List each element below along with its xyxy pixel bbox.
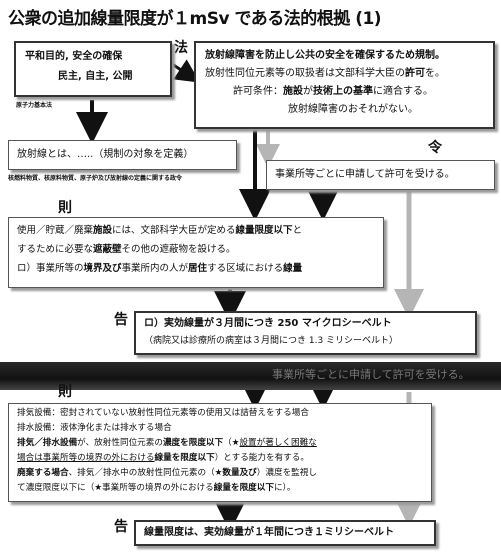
ghost-order-text: 事業所等ごとに申請して許可を受ける。 [272,368,470,381]
notice1-box: ロ）実効線量が３月間につき 250 マイクロシーベルト （病院又は診療所の病室は… [134,311,477,355]
purpose-box: 平和目的, 安全の確保 民主, 自主, 公開 [14,41,172,97]
definition-text: 放射線とは、…..（規制の対象を定義） [17,149,194,160]
rule2-line5: 廃棄する場合、排気／排水中の放射性同位元素の（★数量及び）濃度を監視し [17,468,317,478]
arrow-purpose-to-law [171,59,200,83]
label-notice-2: 告 [114,519,128,535]
notice2-text: 線量限度は、実効線量が１年間につき１ミリシーベルト [144,527,394,538]
law-box: 放射線障害を防止し公共の安全を確保するため規制。 放射性同位元素等の取扱者は文部… [194,41,495,129]
law-line2: 放射性同位元素等の取扱者は文部科学大臣の許可を。 [205,68,445,79]
rule2-line4: 場合は事業所等の境界の外における線量を限度以下）とする能力を有する。 [17,453,309,463]
rule2-line3: 排気／排水設備が、放射性同位元素の濃度を限度以下（★設置が著しく困難な [17,438,317,448]
order-text: 事業所等ごとに申請して許可を受ける。 [275,169,455,180]
definition-box: 放射線とは、…..（規制の対象を定義） [8,140,237,170]
notice2-box: 線量限度は、実効線量が１年間につき１ミリシーベルト [134,520,436,546]
rule1-line3: ロ）事業所等の境界及び事業所内の人が居住する区域における線量 [17,263,303,274]
rule2-line2: 排水設備：液体浄化または排水する場合 [17,423,172,433]
slide-overlap-bar [0,362,501,390]
law-line1: 放射線障害を防止し公共の安全を確保するため規制。 [205,50,445,61]
label-rule-2: 則 [58,384,72,400]
notice1-line1: ロ）実効線量が３月間につき 250 マイクロシーベルト [144,318,392,329]
rule2-box: 排気設備：密封されていない放射性同位元素等の使用又は詰替えをする場合 排水設備：… [8,403,432,502]
purpose-line1: 平和目的, 安全の確保 [25,51,123,62]
order-box: 事業所等ごとに申請して許可を受ける。 [266,160,495,190]
label-order: 令 [428,140,442,156]
definition-note: 核燃料物質、核原料物質、原子炉及び放射線の定義に関する政令 [8,175,183,182]
law-line3: 許可条件：施設が技術上の基準に適合する。 [233,86,433,97]
rule2-line1: 排気設備：密封されていない放射性同位元素等の使用又は詰替えをする場合 [17,408,309,418]
label-notice-1: 告 [114,312,128,328]
rule2-line6: て濃度限度以下に（★事業所等の境界の外における線量を限度以下に）。 [17,483,296,493]
rule1-line1: 使用／貯蔵／廃棄施設には、文部科学大臣が定める線量限度以下と [17,225,303,236]
atomic-basic-law-caption: 原子力基本法 [16,102,53,109]
purpose-line2: 民主, 自主, 公開 [58,71,133,82]
label-law: 法 [174,40,188,56]
label-rule-1: 則 [58,200,72,216]
rule1-line2: するために必要な遮蔽壁その他の遮蔽物を設ける。 [17,244,236,255]
law-line4: 放射線障害のおそれがない。 [288,104,418,115]
notice1-line2: （病院又は診療所の病室は３月間につき 1.3 ミリシーベルト） [144,336,399,346]
page-title: 公衆の追加線量限度が１mSv である法的根拠 (1) [8,9,382,29]
rule1-box: 使用／貯蔵／廃棄施設には、文部科学大臣が定める線量限度以下と するために必要な遮… [8,217,384,288]
